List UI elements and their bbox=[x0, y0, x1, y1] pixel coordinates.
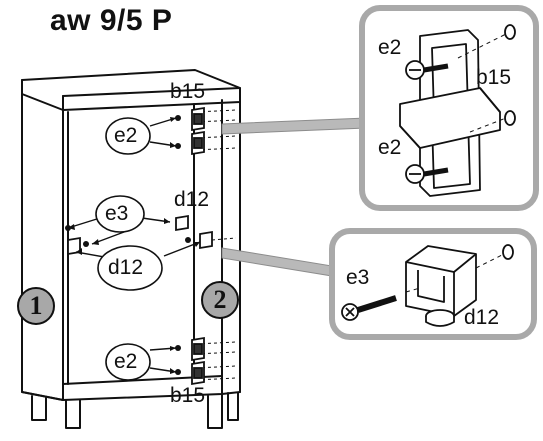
e2-top-ellipse bbox=[105, 117, 151, 155]
screws-e2 bbox=[175, 115, 181, 375]
inset-hinge bbox=[359, 5, 539, 211]
hinge-top bbox=[191, 106, 205, 156]
inset-shelf-support bbox=[329, 228, 537, 340]
hinge-bottom bbox=[191, 336, 205, 386]
label-e2-bottom: e2 bbox=[114, 350, 138, 373]
label-b15-top: b15 bbox=[170, 80, 206, 103]
label-b15-bottom: b15 bbox=[170, 384, 206, 407]
label-d12-main: d12 bbox=[174, 188, 210, 211]
inset-label-b15: b15 bbox=[476, 66, 512, 89]
inset-label-e3: e3 bbox=[346, 266, 370, 289]
inset-label-e2-top: e2 bbox=[378, 36, 402, 59]
label-e3-main: e3 bbox=[105, 202, 129, 225]
inset-label-d12: d12 bbox=[464, 306, 500, 329]
page-title: aw 9/5 P bbox=[50, 4, 173, 37]
d12-ellipse bbox=[97, 245, 163, 291]
side-2-number: 2 bbox=[213, 285, 227, 314]
e3-ellipse bbox=[95, 195, 145, 233]
side-1-circle bbox=[17, 287, 55, 325]
label-d12-lower: d12 bbox=[108, 256, 144, 279]
e2-bottom-ellipse bbox=[105, 343, 151, 381]
inset-label-e2-bottom: e2 bbox=[378, 136, 402, 159]
side-2-circle bbox=[201, 281, 239, 319]
side-1-number: 1 bbox=[29, 291, 43, 320]
shelf-supports bbox=[67, 214, 213, 256]
label-e2-top: e2 bbox=[114, 124, 138, 147]
